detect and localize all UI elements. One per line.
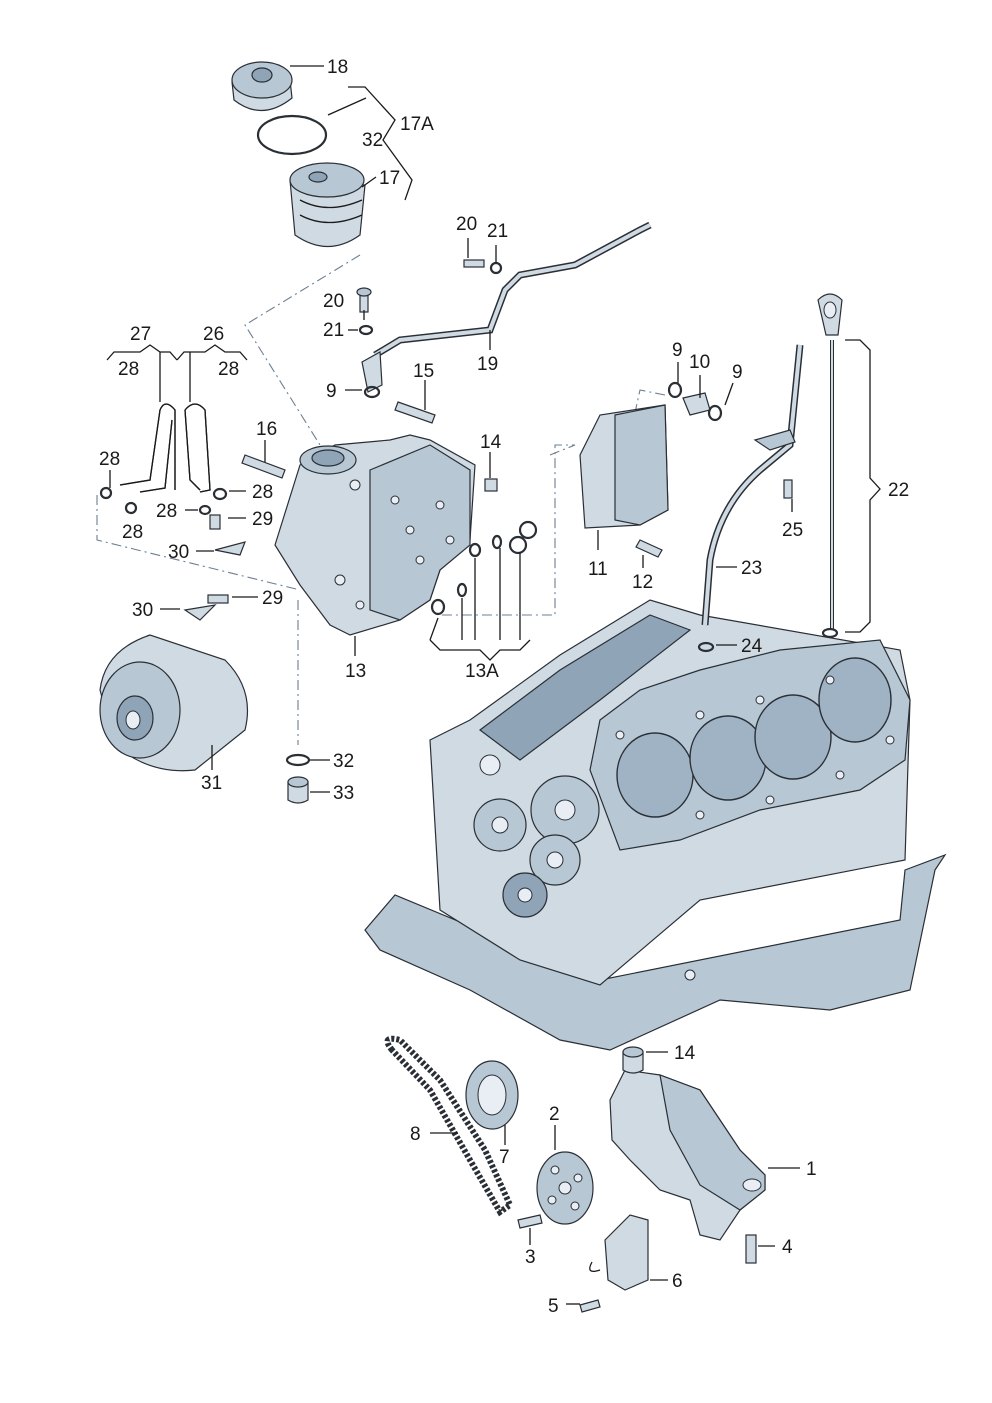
label-23: 23: [741, 558, 762, 579]
label-9-b: 9: [732, 362, 743, 383]
label-28-b: 28: [218, 359, 239, 380]
filter-seal-ring: [256, 114, 328, 156]
engine-block: [364, 599, 947, 1051]
oil-filter-element: [289, 162, 366, 247]
label-33: 33: [333, 783, 354, 804]
sleeve-14: [622, 1046, 644, 1074]
dipstick-tube: [701, 344, 804, 626]
label-17a: 17A: [400, 114, 434, 135]
label-32-top: 32: [362, 130, 383, 151]
oil-pump: [609, 1069, 766, 1241]
label-28-e: 28: [156, 501, 177, 522]
label-28-c: 28: [99, 449, 120, 470]
label-7: 7: [499, 1147, 510, 1168]
label-29: 29: [262, 588, 283, 609]
label-21-top: 21: [487, 221, 508, 242]
label-17: 17: [379, 168, 400, 189]
label-4: 4: [782, 1237, 793, 1258]
label-10: 10: [689, 352, 710, 373]
label-3: 3: [525, 1247, 536, 1268]
label-8: 8: [410, 1124, 421, 1145]
label-28-d: 28: [252, 482, 273, 503]
oil-filter-cap: [231, 61, 293, 112]
chain-sprocket-7: [465, 1060, 519, 1130]
label-30: 30: [132, 600, 153, 621]
label-20-top: 20: [456, 214, 477, 235]
pump-cover-6: [589, 1214, 649, 1291]
label-6: 6: [672, 1271, 683, 1292]
dipstick: [817, 293, 843, 630]
label-9-a: 9: [672, 340, 683, 361]
label-12: 12: [632, 572, 653, 593]
label-11: 11: [588, 559, 608, 580]
label-1: 1: [806, 1159, 817, 1180]
oil-cooler: [579, 404, 669, 529]
small-hardware: [99, 259, 839, 1313]
label-19: 19: [477, 354, 498, 375]
label-14: 14: [674, 1043, 696, 1064]
label-2: 2: [549, 1104, 560, 1125]
filter-housing-bracket: [274, 434, 476, 636]
label-24: 24: [741, 636, 763, 657]
label-31: 31: [201, 773, 222, 794]
label-16: 16: [256, 419, 277, 440]
label-22: 22: [888, 480, 909, 501]
callout-labels: 18 17A 32 17 20 21 20 21 27 26 28 28 19 …: [99, 57, 909, 1317]
label-28-a: 28: [118, 359, 139, 380]
alternator: [99, 634, 249, 772]
label-18: 18: [327, 57, 348, 78]
label-21: 21: [323, 320, 344, 341]
label-27: 27: [130, 324, 151, 345]
label-9-left: 9: [326, 381, 337, 402]
label-13: 13: [345, 661, 366, 682]
label-13a: 13A: [465, 661, 499, 682]
breather-pipe: [361, 221, 652, 393]
leader-lines: [106, 65, 881, 1305]
timing-chain: [384, 1035, 514, 1217]
label-25: 25: [782, 520, 803, 541]
label-15: 15: [413, 361, 434, 382]
label-5: 5: [548, 1296, 559, 1317]
label-28-f: 28: [122, 522, 143, 543]
label-32: 32: [333, 751, 354, 772]
label-26: 26: [203, 324, 224, 345]
label-29-top: 29: [252, 509, 273, 530]
label-14-top: 14: [480, 432, 502, 453]
label-30-top: 30: [168, 542, 189, 563]
coolant-pipes: [119, 403, 211, 493]
pump-sprocket-2: [536, 1151, 594, 1225]
label-20: 20: [323, 291, 344, 312]
